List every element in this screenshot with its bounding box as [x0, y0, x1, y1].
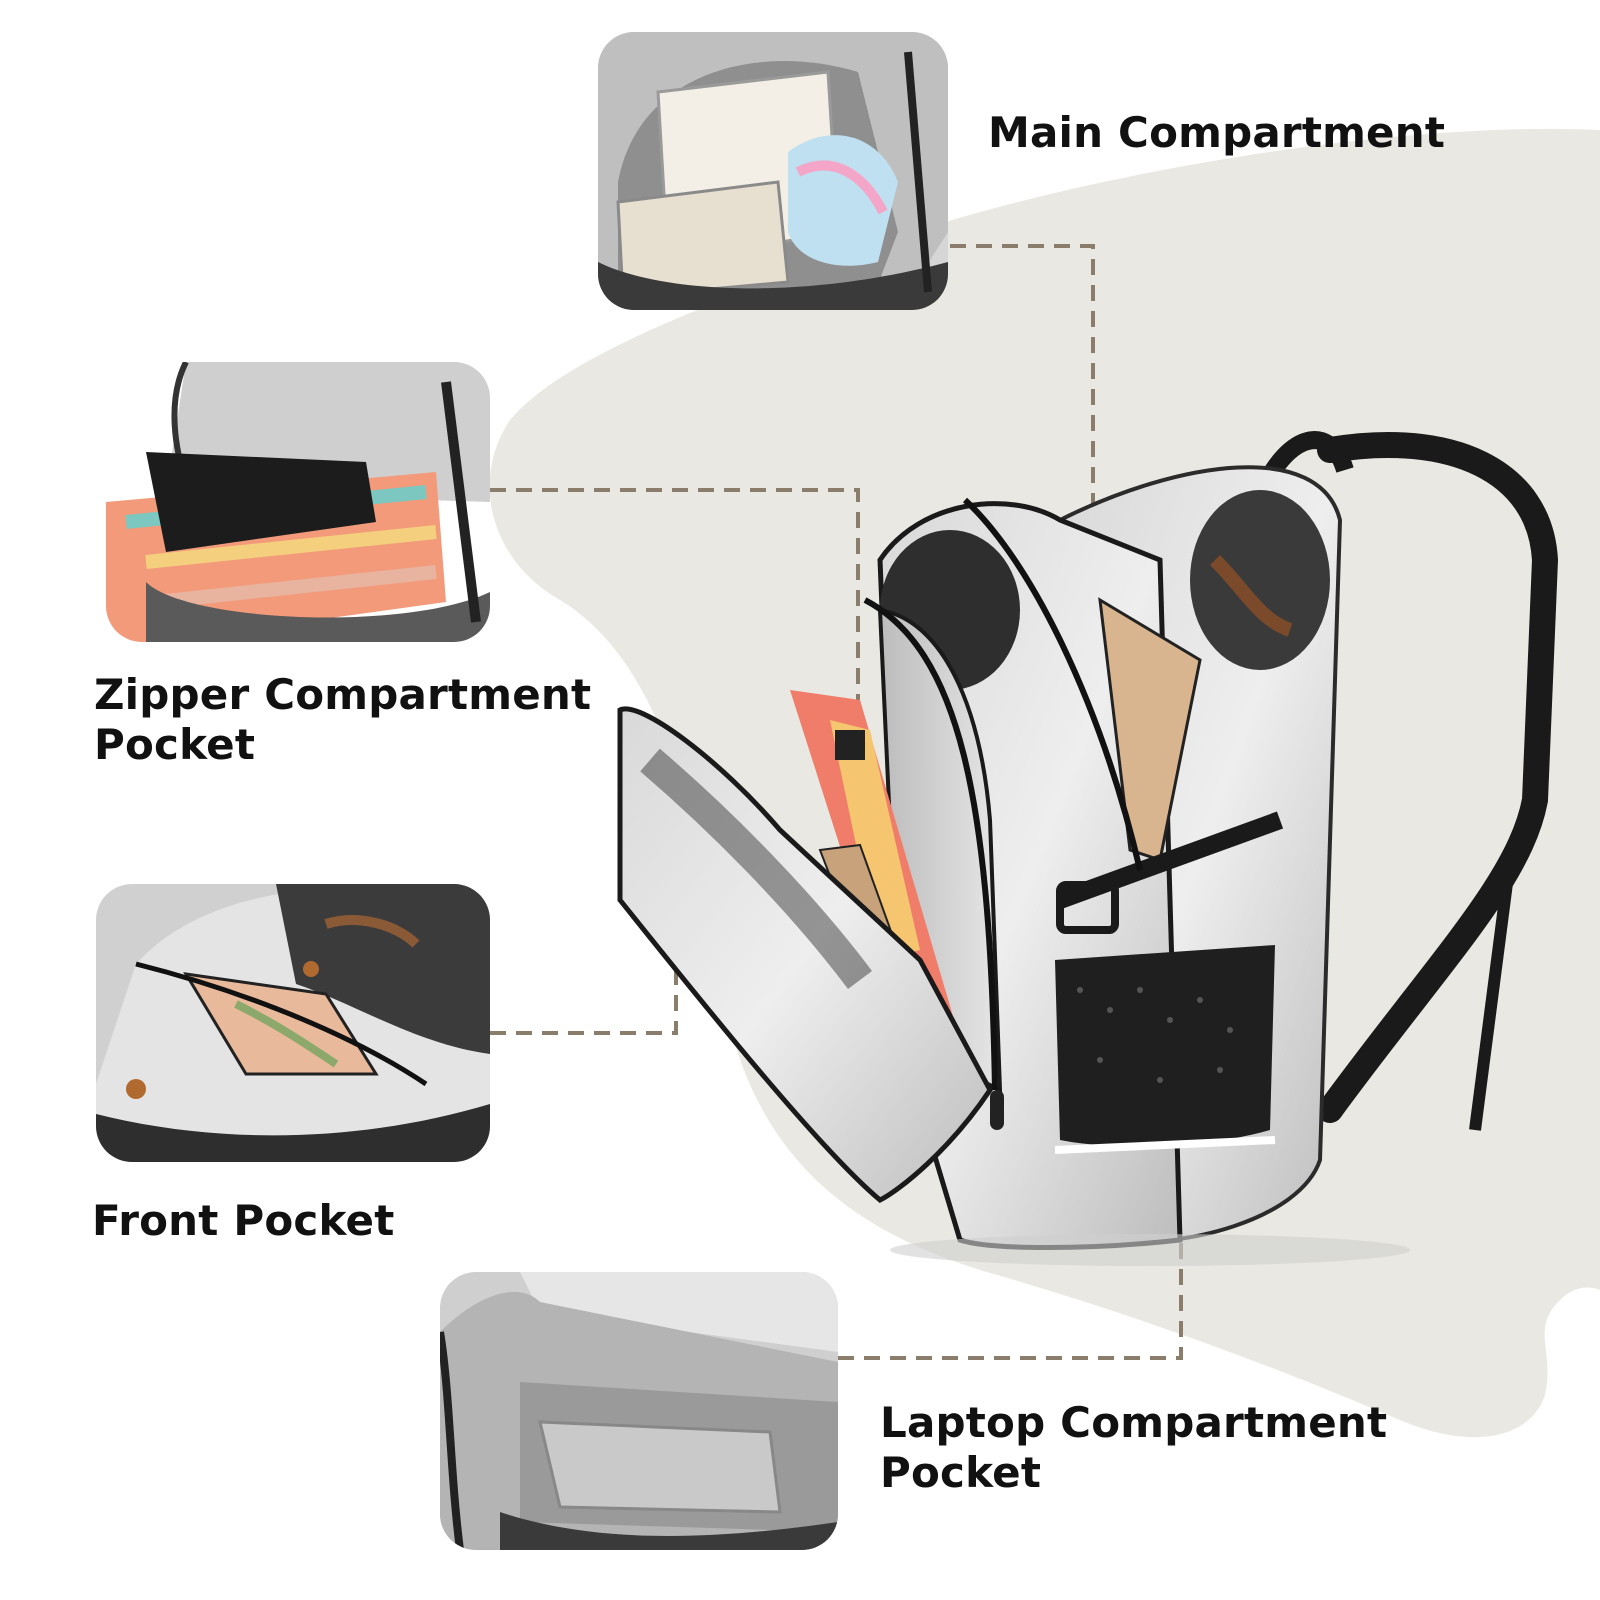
laptop-compartment-line2: Pocket	[880, 1448, 1042, 1497]
zipper-compartment-photo	[106, 362, 490, 642]
main-compartment-label: Main Compartment	[988, 108, 1445, 158]
laptop-compartment-photo	[440, 1272, 838, 1550]
zipper-compartment-line1: Zipper Compartment	[94, 670, 592, 719]
leader-line-zipper	[490, 488, 860, 800]
zipper-compartment-label: Zipper Compartment Pocket	[94, 670, 591, 770]
laptop-compartment-label: Laptop Compartment Pocket	[880, 1398, 1387, 1498]
front-pocket-photo	[96, 884, 490, 1162]
main-compartment-line1: Main Compartment	[988, 108, 1446, 157]
laptop-compartment-line1: Laptop Compartment	[880, 1398, 1388, 1447]
zipper-compartment-line2: Pocket	[94, 720, 256, 769]
leader-line-main	[950, 244, 1095, 568]
front-pocket-line1: Front Pocket	[92, 1196, 395, 1245]
front-pocket-label: Front Pocket	[92, 1196, 394, 1246]
leader-line-front	[490, 855, 678, 1035]
main-compartment-photo	[598, 32, 948, 310]
